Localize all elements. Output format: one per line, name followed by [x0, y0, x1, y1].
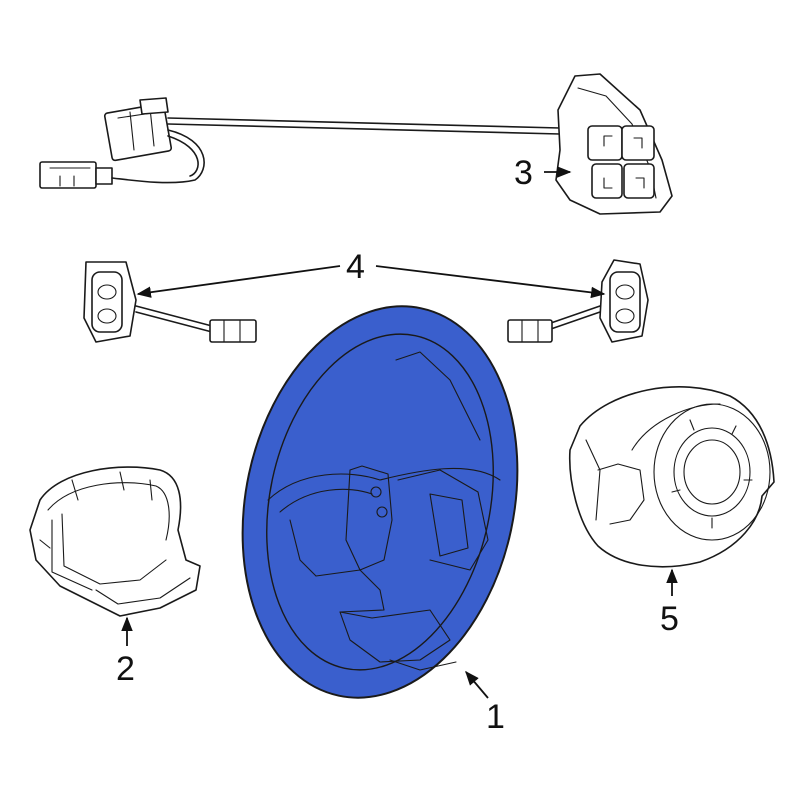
switch-housing [555, 73, 673, 215]
callout-4-leader-right [375, 265, 606, 299]
callout-4-leader-left [136, 265, 341, 298]
airbag-module-part[interactable] [568, 386, 775, 568]
callout-5-label: 5 [660, 600, 679, 638]
callout-1-leader [465, 670, 489, 699]
harness-connector-upper [103, 97, 173, 162]
callout-2-label: 2 [116, 650, 135, 688]
callout-4-label: 4 [346, 248, 365, 286]
callout-1-label: 1 [486, 698, 505, 736]
switch-assembly-part[interactable] [39, 73, 673, 215]
control-switch-left[interactable] [83, 261, 257, 343]
control-switch-right[interactable] [507, 259, 649, 343]
steering-wheel-part[interactable] [208, 280, 552, 723]
callout-3-label: 3 [514, 154, 533, 192]
harness-connector-lower [39, 161, 113, 189]
steering-wheel-rim [241, 305, 519, 699]
lower-cover-part[interactable] [29, 466, 201, 617]
